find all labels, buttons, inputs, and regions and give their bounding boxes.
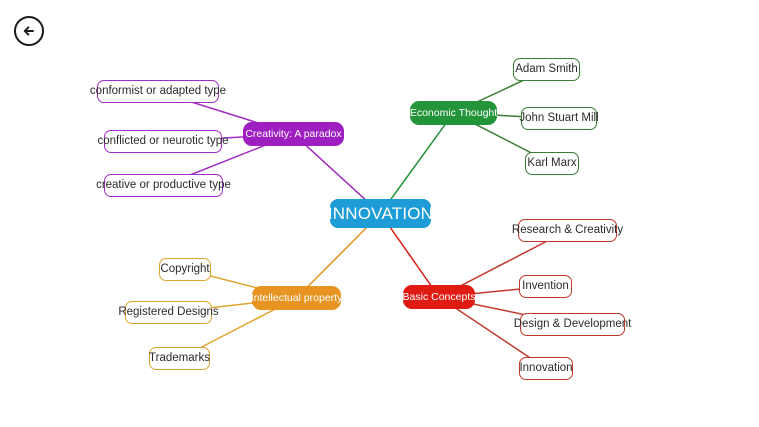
node-label: Karl Marx (527, 156, 577, 169)
branch-node-intellectual-property[interactable]: Intellectual property (250, 286, 343, 310)
leaf-node-creativity-1[interactable]: conflicted or neurotic type (97, 130, 229, 153)
node-label: Trademarks (149, 351, 210, 364)
arrow-left-icon (23, 26, 34, 36)
branch-node-economic-thought[interactable]: Economic Thought (410, 101, 497, 125)
node-label: conflicted or neurotic type (97, 134, 229, 147)
node-label: Registered Designs (118, 305, 219, 318)
node-label: Adam Smith (515, 62, 578, 75)
branch-node-basic-concepts[interactable]: Basic Concepts (403, 285, 475, 309)
leaf-node-economic-thought-2[interactable]: Karl Marx (525, 152, 579, 175)
leaf-node-creativity-0[interactable]: conformist or adapted type (90, 80, 226, 103)
root-node[interactable]: INNOVATION (327, 199, 434, 228)
node-label: John Stuart Mill (519, 111, 599, 124)
node-label: Creativity: A paradox (245, 127, 342, 140)
node-label: Innovation (519, 361, 573, 374)
node-label: Copyright (160, 262, 210, 275)
node-label: Intellectual property (250, 291, 343, 304)
node-label: conformist or adapted type (89, 84, 227, 97)
leaf-node-basic-concepts-2[interactable]: Design & Development (514, 313, 631, 336)
node-label: Research & Creativity (511, 223, 624, 236)
leaf-node-intellectual-property-0[interactable]: Copyright (159, 258, 211, 281)
leaf-node-creativity-2[interactable]: creative or productive type (96, 174, 231, 197)
leaf-node-intellectual-property-2[interactable]: Trademarks (149, 347, 210, 370)
node-label: Invention (522, 279, 569, 292)
node-label: Economic Thought (409, 106, 498, 119)
node-label: Design & Development (513, 317, 632, 330)
leaf-node-intellectual-property-1[interactable]: Registered Designs (118, 301, 219, 324)
node-label: creative or productive type (96, 178, 231, 191)
leaf-node-basic-concepts-3[interactable]: Innovation (519, 357, 573, 380)
leaf-node-economic-thought-0[interactable]: Adam Smith (513, 58, 580, 81)
node-label: Basic Concepts (402, 290, 476, 303)
leaf-node-economic-thought-1[interactable]: John Stuart Mill (519, 107, 599, 130)
leaf-node-basic-concepts-1[interactable]: Invention (519, 275, 572, 298)
leaf-node-basic-concepts-0[interactable]: Research & Creativity (512, 219, 623, 242)
back-button[interactable] (14, 16, 44, 46)
branch-node-creativity[interactable]: Creativity: A paradox (243, 122, 344, 146)
node-label: INNOVATION (327, 204, 434, 223)
